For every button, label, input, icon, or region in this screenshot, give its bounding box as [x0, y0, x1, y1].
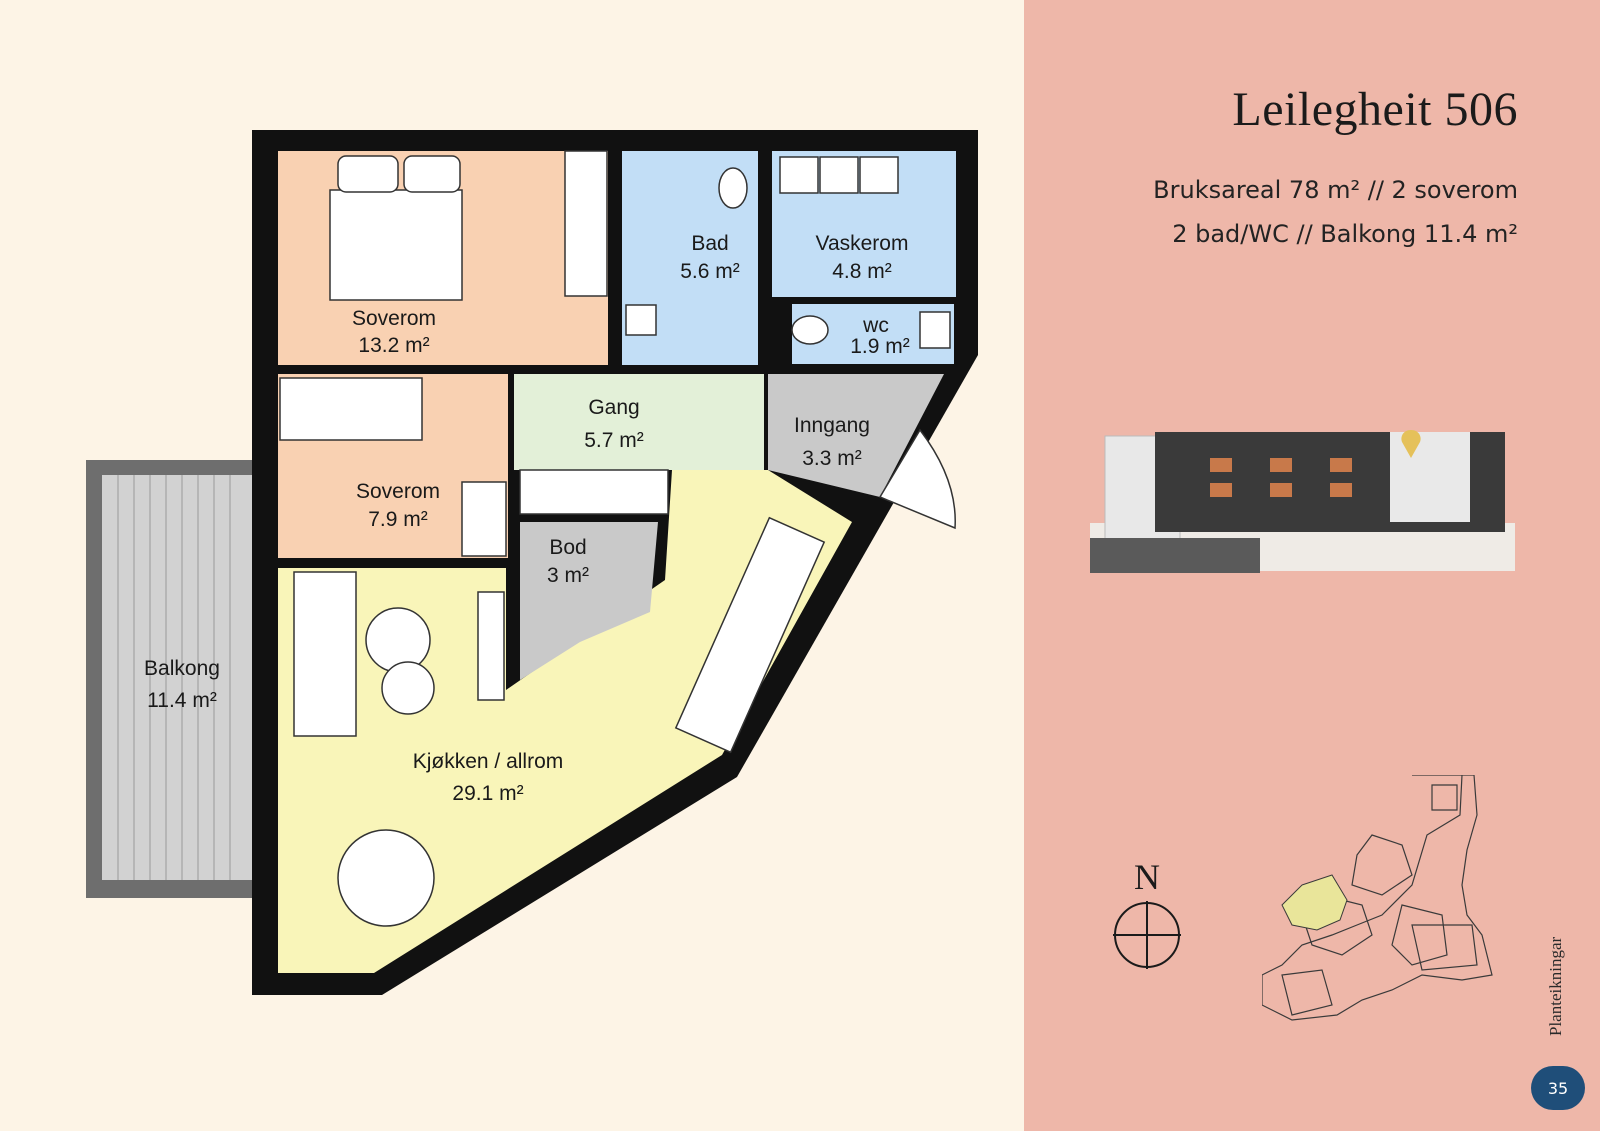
building-illustration [1090, 430, 1515, 573]
room-area: 29.1 m² [452, 782, 523, 805]
room-name: Balkong [144, 657, 220, 680]
site-plan-map [1262, 775, 1493, 1021]
room-name: Bad [691, 232, 728, 255]
room-name: Gang [588, 396, 639, 419]
floor-plan-panel: Soverom 13.2 m² Bad 5.6 m² Vaskerom 4.8 … [86, 130, 978, 995]
room-area: 4.8 m² [832, 260, 892, 283]
compass-icon [1113, 901, 1181, 969]
bathroom-fixtures [625, 156, 951, 349]
room-area: 13.2 m² [358, 334, 429, 357]
room-area: 11.4 m² [147, 689, 217, 712]
bed-single [279, 377, 507, 557]
room-area: 7.9 m² [368, 508, 428, 531]
compass-north-label: N [1134, 857, 1160, 897]
living-furniture [293, 516, 826, 927]
room-name: wc [862, 314, 889, 337]
location-pin-icon [1401, 430, 1421, 458]
room-name: Vaskerom [816, 232, 909, 255]
room-area: 5.7 m² [584, 429, 644, 452]
room-name: Bod [549, 536, 586, 559]
room-area: 3.3 m² [802, 447, 862, 470]
storage-room [520, 522, 658, 680]
entrance-area [768, 374, 944, 497]
apartment-title: Leilegheit 506 [1232, 83, 1518, 136]
bed-double [329, 150, 608, 301]
room-name: Soverom [352, 307, 436, 330]
room-area: 1.9 m² [850, 335, 910, 358]
apartment-info-line1: Bruksareal 78 m² // 2 soverom [1153, 176, 1518, 204]
apartment-info-line2: 2 bad/WC // Balkong 11.4 m² [1172, 220, 1518, 248]
room-name: Soverom [356, 480, 440, 503]
hall-wardrobe [519, 469, 669, 515]
entrance-door [878, 428, 956, 530]
balcony [86, 460, 256, 898]
section-label: Planteikningar [1546, 936, 1565, 1036]
highlighted-unit [1281, 874, 1348, 931]
hallway [514, 374, 764, 470]
room-name: Kjøkken / allrom [413, 750, 564, 773]
floor-plan: Soverom 13.2 m² Bad 5.6 m² Vaskerom 4.8 … [86, 130, 978, 995]
room-area: 5.6 m² [680, 260, 740, 283]
room-area: 3 m² [547, 564, 589, 587]
room-name: Inngang [794, 414, 870, 437]
page-number-badge: 35 [1531, 1066, 1585, 1110]
